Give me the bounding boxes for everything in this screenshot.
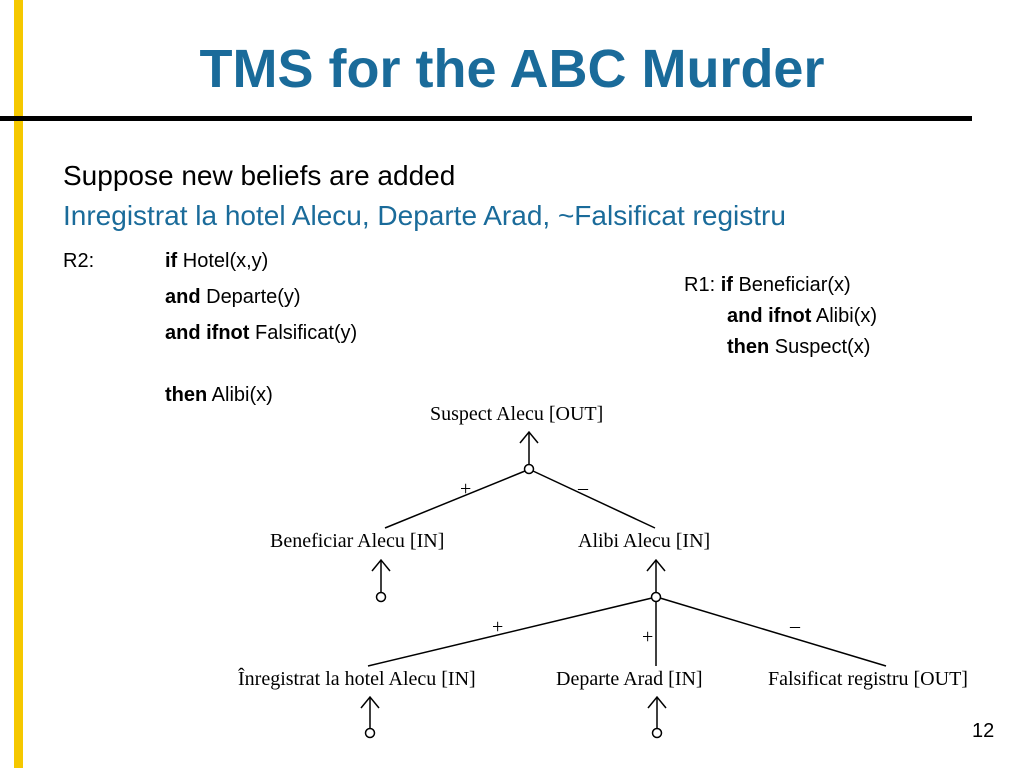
node-beneficiar-alecu: Beneficiar Alecu [IN]: [270, 530, 445, 552]
arrowhead-inregistrat: [360, 695, 380, 709]
sign-minus-alibi: –: [578, 477, 588, 499]
r2-kw-and-ifnot: and ifnot: [165, 322, 250, 344]
arrowhead-suspect: [519, 430, 539, 444]
r2-kw-and: and: [165, 286, 201, 308]
sign-minus-falsificat: –: [790, 615, 800, 637]
node-inregistrat: Înregistrat la hotel Alecu [IN]: [238, 668, 476, 690]
node-departe-arad: Departe Arad [IN]: [556, 668, 703, 690]
r1-conclusion: Suspect(x): [769, 336, 871, 358]
node-falsificat-registru: Falsificat registru [OUT]: [768, 668, 968, 690]
r2-line-if: if Hotel(x,y): [165, 250, 268, 273]
sign-plus-departe: +: [642, 626, 654, 648]
arrowhead-beneficiar: [371, 558, 391, 572]
sign-plus-beneficiar: +: [460, 478, 472, 500]
r2-cond-2: Departe(y): [200, 286, 301, 308]
page-number: 12: [972, 720, 995, 742]
title-divider: [0, 116, 972, 121]
node-suspect-alecu: Suspect Alecu [OUT]: [430, 403, 604, 425]
r2-cond-1: Hotel(x,y): [177, 250, 269, 272]
sign-plus-inregistrat: +: [492, 616, 504, 638]
arrowhead-alibi: [646, 558, 666, 572]
premise-node-beneficiar: [375, 591, 387, 603]
r2-line-ifnot: and ifnot Falsificat(y): [165, 322, 357, 345]
r2-kw-then: then: [165, 384, 208, 406]
r2-label: R2:: [63, 250, 95, 272]
r1-kw-then: then: [727, 336, 770, 358]
intro-line-1: Suppose new beliefs are added: [63, 160, 456, 191]
r2-cond-3: Falsificat(y): [249, 322, 358, 344]
slide-title: TMS for the ABC Murder: [199, 39, 825, 99]
edge-falsificat-to-alibi: [659, 597, 887, 667]
r1-label: R1:: [684, 274, 721, 296]
premise-node-departe: [651, 727, 663, 739]
edge-beneficiar-to-suspect: [384, 470, 526, 529]
r1-cond-2: Alibi(x): [811, 305, 878, 327]
r2-line-then: then Alibi(x): [165, 384, 273, 407]
r2-line-and: and Departe(y): [165, 286, 301, 309]
intro-line-2: Inregistrat la hotel Alecu, Departe Arad…: [63, 200, 786, 231]
justification-node-alibi: [650, 591, 662, 603]
accent-bar: [14, 0, 23, 768]
node-alibi-alecu: Alibi Alecu [IN]: [578, 530, 711, 552]
edge-alibi-to-suspect: [532, 470, 656, 529]
r1-line-if: R1: if Beneficiar(x): [684, 274, 851, 297]
r1-kw-and-ifnot: and ifnot: [727, 305, 812, 327]
r2-kw-if: if: [165, 250, 178, 272]
premise-node-inregistrat: [364, 727, 376, 739]
arrowhead-departe: [647, 695, 667, 709]
r1-kw-if: if: [720, 274, 733, 296]
r2-conclusion: Alibi(x): [207, 384, 273, 406]
edge-inregistrat-to-alibi: [367, 597, 653, 667]
justification-node-suspect: [523, 463, 535, 475]
r1-line-ifnot: and ifnot Alibi(x): [727, 305, 877, 328]
r1-line-then: then Suspect(x): [727, 336, 870, 359]
r1-cond-1: Beneficiar(x): [732, 274, 851, 296]
